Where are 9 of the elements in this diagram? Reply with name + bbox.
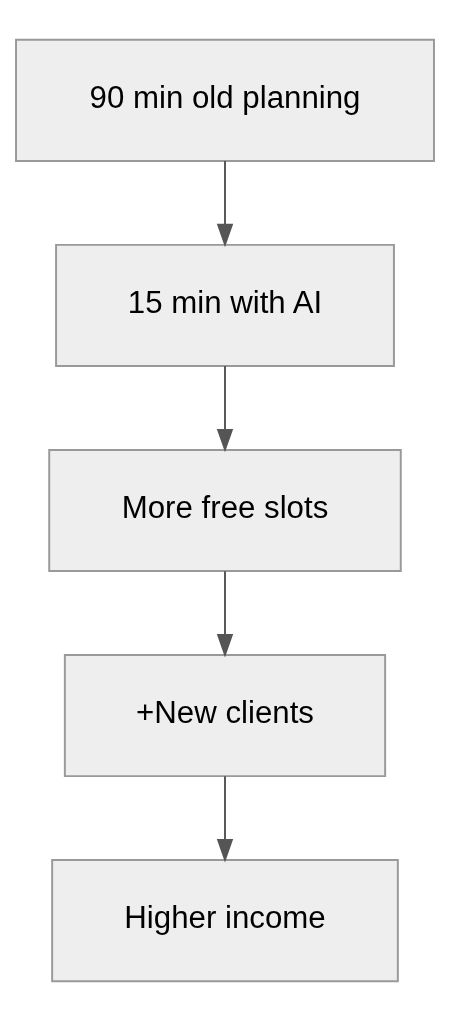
node-box: More free slots [48, 448, 402, 572]
node-box: 15 min with AI [55, 243, 395, 367]
node-box: 90 min old planning [15, 38, 435, 162]
node-box: +New clients [63, 653, 387, 777]
arrow [216, 159, 234, 247]
node-box: Higher income [51, 858, 399, 982]
arrow [216, 364, 234, 452]
arrow [216, 569, 234, 657]
arrow [216, 774, 234, 862]
